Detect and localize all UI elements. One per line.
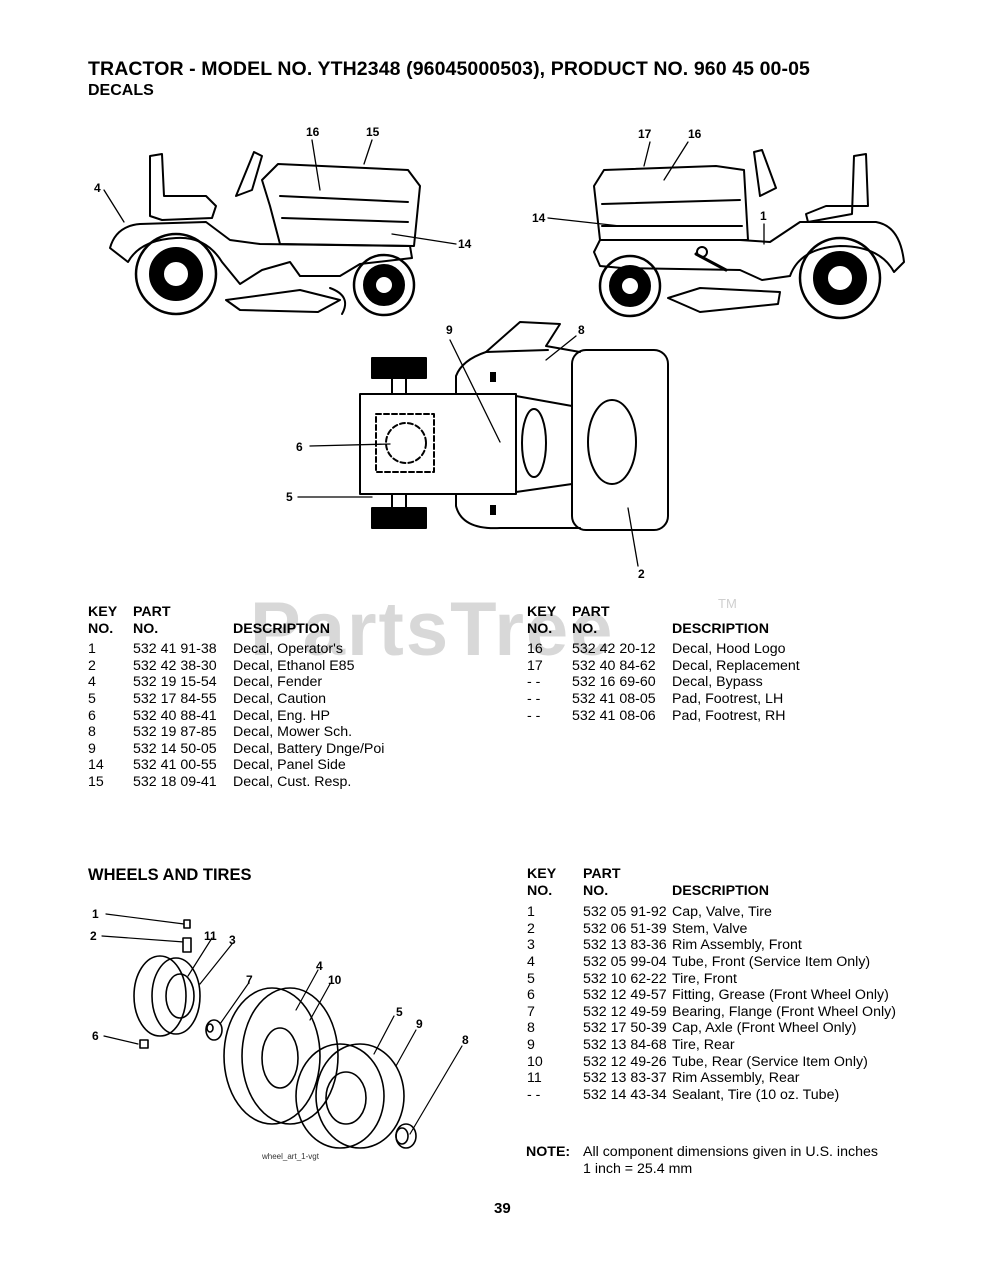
callout-16-right: 16 [688, 127, 702, 141]
col-desc-header: DESCRIPTION [672, 620, 769, 637]
callout-5: 5 [286, 490, 293, 504]
callout-8: 8 [462, 1033, 469, 1047]
tractor-right-view [593, 149, 905, 320]
col-desc-header: DESCRIPTION [672, 882, 769, 899]
page-number: 39 [494, 1200, 511, 1217]
section-title-decals: DECALS [88, 82, 154, 99]
wheels-diagram: 1 2 11 3 7 4 10 5 9 6 8 [90, 907, 469, 1149]
callout-9: 9 [446, 323, 453, 337]
callout-15: 15 [366, 125, 380, 139]
page-title: TRACTOR - MODEL NO. YTH2348 (96045000503… [88, 58, 810, 80]
callout-2: 2 [638, 567, 645, 581]
tractor-left-view [109, 151, 421, 317]
flange-bearing-icon [205, 1019, 223, 1041]
note-line-2: 1 inch = 25.4 mm [583, 1160, 693, 1177]
tractor-top-view [359, 321, 669, 531]
decals-diagram: 16 15 4 14 17 16 14 1 [94, 125, 905, 581]
callout-6: 6 [296, 440, 303, 454]
callout-6: 6 [92, 1029, 99, 1043]
callout-9: 9 [416, 1017, 423, 1031]
front-tire-icon [223, 987, 339, 1125]
callout-1: 1 [760, 209, 767, 223]
valve-stem-icon [182, 937, 192, 953]
section-title-wheels: WHEELS AND TIRES [88, 866, 252, 884]
rear-tire-icon [295, 1043, 405, 1149]
callout-14: 14 [458, 237, 472, 251]
col-desc-header: DESCRIPTION [233, 620, 330, 637]
callout-17: 17 [638, 127, 652, 141]
rim-assembly-icon [133, 955, 201, 1037]
note-line-1: All component dimensions given in U.S. i… [583, 1144, 878, 1160]
callout-16: 16 [306, 125, 320, 139]
callout-3: 3 [229, 933, 236, 947]
note-label: NOTE: [526, 1144, 571, 1160]
note: NOTE: All component dimensions given in … [526, 1144, 878, 1177]
callout-2: 2 [90, 929, 97, 943]
callout-4: 4 [94, 181, 101, 195]
callout-7: 7 [246, 973, 253, 987]
valve-cap-icon [183, 919, 191, 929]
art-caption: wheel_art_1-vgt [262, 1152, 319, 1161]
callout-8: 8 [578, 323, 585, 337]
axle-cap-icon [395, 1123, 417, 1149]
callout-11: 11 [204, 929, 217, 943]
callout-14-right: 14 [532, 211, 546, 225]
callout-4: 4 [316, 959, 323, 973]
callout-1: 1 [92, 907, 99, 921]
watermark: PartsTree [250, 587, 615, 672]
watermark-trademark: TM [718, 596, 737, 611]
callout-10: 10 [328, 973, 342, 987]
grease-fitting-icon [139, 1039, 149, 1049]
callout-5: 5 [396, 1005, 403, 1019]
